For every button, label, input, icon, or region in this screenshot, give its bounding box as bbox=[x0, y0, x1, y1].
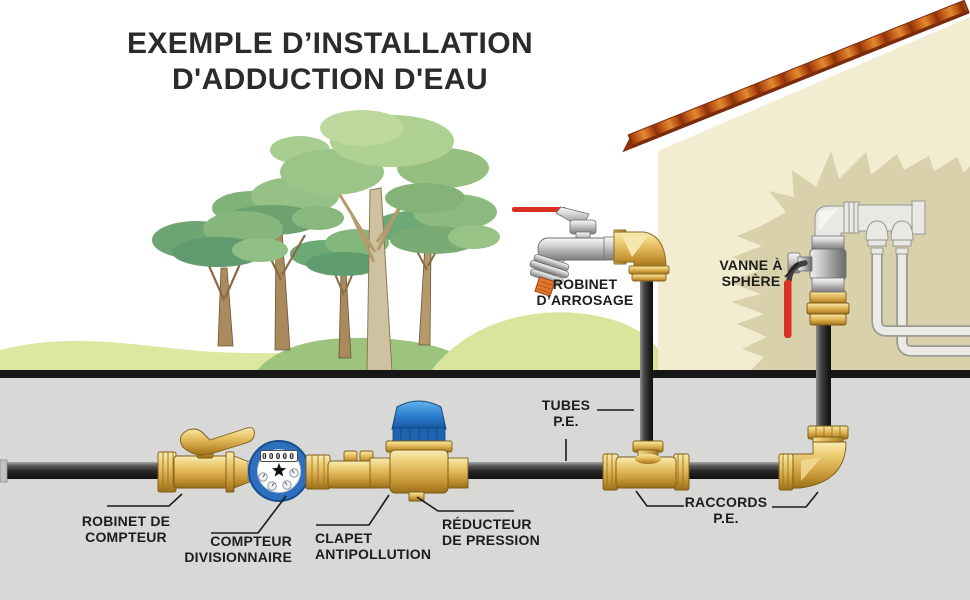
valve-red-handle bbox=[784, 280, 792, 338]
tap-elbow-illustration bbox=[613, 229, 670, 282]
meter-dials bbox=[258, 468, 299, 491]
page-title: EXEMPLE D’INSTALLATION D'ADDUCTION D'EAU bbox=[65, 26, 595, 98]
label-reducteur-pression: RÉDUCTEUR DE PRESSION bbox=[442, 516, 540, 548]
trees bbox=[152, 110, 500, 373]
leader-compteur bbox=[211, 495, 287, 534]
meter-star bbox=[271, 463, 287, 477]
elbow-fitting-illustration bbox=[778, 425, 849, 491]
label-clapet-antipollution: CLAPET ANTIPOLLUTION bbox=[315, 530, 432, 562]
meter-valve-illustration bbox=[157, 427, 255, 493]
label-vanne-sphere: VANNE À SPHÈRE bbox=[719, 257, 783, 289]
leader-clapet bbox=[316, 494, 390, 526]
tree bbox=[152, 211, 288, 347]
title-line2: D'ADDUCTION D'EAU bbox=[171, 63, 489, 96]
tree bbox=[270, 110, 489, 373]
pressure-reducer-illustration bbox=[369, 400, 469, 502]
ground-line bbox=[0, 370, 970, 378]
manifold-illustration bbox=[843, 200, 970, 357]
spout-collar bbox=[529, 254, 570, 285]
tee-fitting-illustration bbox=[602, 440, 690, 491]
title-line1: EXEMPLE D’INSTALLATION bbox=[126, 27, 534, 60]
spout-tip bbox=[534, 276, 556, 297]
leader-vanne bbox=[784, 262, 799, 278]
label-compteur-divisionnaire: COMPTEUR DIVISIONNAIRE bbox=[184, 533, 292, 565]
label-robinet-arrosage: ROBINET D’ARROSAGE bbox=[536, 276, 634, 308]
label-tubes-pe: TUBES P.E. bbox=[541, 397, 591, 429]
label-robinet-compteur: ROBINET DE COMPTEUR bbox=[81, 513, 171, 545]
tree bbox=[290, 229, 389, 359]
leader-raccords-left bbox=[635, 490, 684, 507]
leader-raccords-right bbox=[772, 491, 819, 508]
riser-pipe-right bbox=[816, 324, 831, 428]
tap-red-handle bbox=[512, 207, 566, 212]
leader-reducteur bbox=[416, 496, 514, 512]
riser-pipe-left bbox=[640, 279, 653, 443]
meter-reading: 00000 bbox=[260, 450, 298, 462]
pipe-end-cap bbox=[0, 459, 8, 483]
label-raccords-pe: RACCORDS P.E. bbox=[684, 494, 768, 526]
roof bbox=[622, 0, 970, 153]
leader-robinet-compteur bbox=[107, 493, 183, 507]
garden-tap-illustration bbox=[512, 206, 617, 297]
leader-lines bbox=[107, 262, 819, 534]
reducer-blue-cap bbox=[391, 400, 447, 430]
